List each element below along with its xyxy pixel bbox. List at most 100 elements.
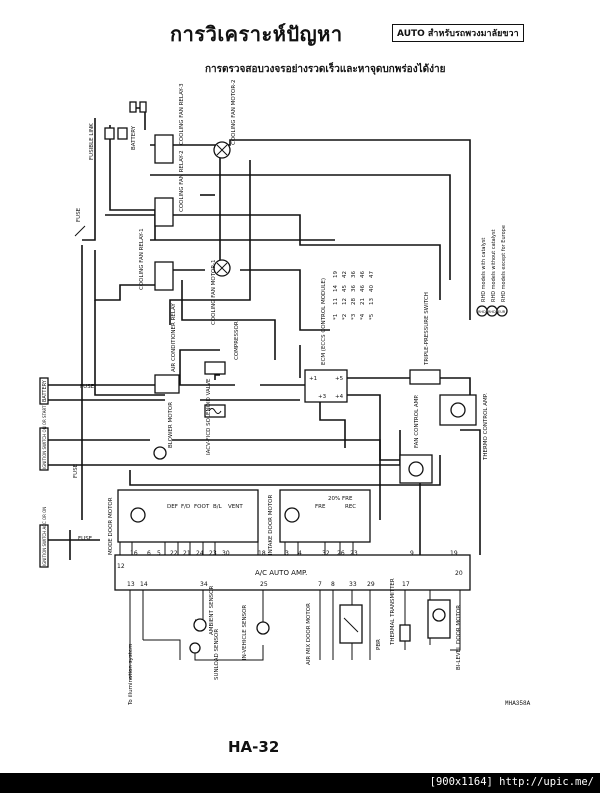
compressor-label: COMPRESSOR bbox=[234, 321, 240, 360]
fuse-label-top: FUSE bbox=[76, 207, 82, 222]
bottom-pin-8: 8 bbox=[331, 581, 335, 588]
switch-label-battery: BATTERY bbox=[42, 379, 48, 402]
ecm-num-4b: 46 bbox=[360, 285, 366, 292]
ecm-port-1: +1 bbox=[309, 376, 317, 382]
mode-switch-def: DEF bbox=[167, 504, 178, 510]
top-pin-18: 18 bbox=[258, 550, 266, 557]
ecm-port-4: +4 bbox=[335, 394, 344, 400]
drawing-reference: MHA358A bbox=[505, 700, 531, 707]
auto-amp-label: A/C AUTO AMP. bbox=[255, 569, 307, 577]
ecm-pin-3: *3 bbox=[351, 313, 357, 320]
top-pin-5: 5 bbox=[157, 550, 161, 557]
legend: RHD RHD models with catalyst RHD RHD mod… bbox=[476, 225, 508, 317]
legend-code-3: EUR bbox=[498, 310, 506, 314]
blower-label: BLOWER MOTOR bbox=[168, 402, 174, 448]
switch-source-labels: BATTERY IGNITION SWITCH ON OR START IGNI… bbox=[39, 377, 95, 568]
page-number: HA-32 bbox=[228, 738, 280, 756]
sensors: AMBIENT SENSOR SUNLOAD SENSOR IN-VEHICLE… bbox=[128, 578, 462, 706]
ac-relay-label: AIR CONDITIONER RELAY bbox=[171, 303, 177, 372]
illumination-label: To illumination system bbox=[128, 643, 134, 706]
legend-text-2: RHD models without catalyst bbox=[491, 229, 497, 302]
pbr-label: PBR bbox=[376, 639, 382, 650]
mode-switch-vent: VENT bbox=[228, 504, 243, 510]
fan-motor-1-label: COOLING FAN MOTOR-1 bbox=[211, 260, 217, 325]
ecm-num-3a: 28 bbox=[351, 298, 357, 305]
bottom-pin-7: 7 bbox=[318, 581, 322, 588]
ecm-pin-4: *4 bbox=[360, 313, 366, 320]
bottom-pin-20: 20 bbox=[455, 570, 463, 577]
fuse-label-acc: FUSE bbox=[78, 536, 93, 542]
legend-code-1: RHD bbox=[478, 310, 486, 314]
ecm-num-4a: 21 bbox=[360, 298, 366, 305]
top-pin-9: 9 bbox=[410, 550, 414, 557]
bottom-pin-13: 13 bbox=[127, 581, 135, 588]
ecm-num-5c: 47 bbox=[369, 271, 375, 278]
fuse-label-ign: FUSE bbox=[73, 463, 79, 478]
pressure-and-fan-control: TRIPLE-PRESSURE SWITCH FAN CONTROL AMP. … bbox=[399, 292, 489, 484]
switch-label-ign-on: IGNITION SWITCH ON OR START bbox=[42, 405, 47, 469]
cooling-fan-relays: COOLING FAN RELAY-3 COOLING FAN RELAY-2 … bbox=[139, 83, 185, 291]
intake-switch-fre: FRE bbox=[315, 504, 326, 510]
in-vehicle-sensor-label: IN-VEHICLE SENSOR bbox=[242, 605, 248, 660]
ambient-sensor-label: AMBIENT SENSOR bbox=[209, 585, 215, 635]
wires bbox=[45, 107, 481, 680]
fan-motor-2-label: COOLING FAN MOTOR-2 bbox=[231, 80, 237, 145]
legend-text-1: RHD models with catalyst bbox=[481, 238, 487, 302]
ecm-num-1c: 19 bbox=[333, 271, 339, 278]
battery-label: BATTERY bbox=[131, 125, 137, 150]
top-pin-30: 30 bbox=[222, 550, 230, 557]
footer-text[interactable]: [900x1164] http://upic.me/ bbox=[429, 776, 594, 788]
mode-switch-fd: F/D bbox=[181, 504, 190, 510]
top-pin-32: 32 bbox=[322, 550, 330, 557]
cooling-fan-motors: COOLING FAN MOTOR-2 COOLING FAN MOTOR-1 bbox=[211, 80, 237, 325]
top-pin-16: 16 bbox=[130, 550, 138, 557]
ecm-num-3c: 36 bbox=[351, 271, 357, 278]
image-host-footer: [900x1164] http://upic.me/ bbox=[0, 773, 600, 793]
ecm-label: ECM (ECCS CONTROL MODULE) bbox=[321, 278, 327, 365]
ecm-num-4c: 46 bbox=[360, 271, 366, 278]
ecm-num-2b: 45 bbox=[342, 285, 348, 292]
ac-relay-group: AIR CONDITIONER RELAY COMPRESSOR IACV-FI… bbox=[153, 303, 240, 460]
intake-switch-rec: REC bbox=[345, 504, 356, 510]
mode-motor-label: MODE DOOR MOTOR bbox=[108, 497, 114, 555]
switch-label-ign-acc: IGNITION SWITCH ACC OR ON bbox=[42, 507, 47, 566]
fan-relay-3-label: COOLING FAN RELAY-3 bbox=[179, 83, 185, 145]
mode-switch-bl: B/L bbox=[213, 504, 223, 510]
page-title: การวิเคราะห์ปัญหา bbox=[170, 22, 343, 46]
fusible-link-label: FUSIBLE LINK bbox=[89, 123, 95, 160]
ecm-num-5b: 40 bbox=[369, 285, 375, 292]
top-pin-6: 6 bbox=[147, 550, 151, 557]
ecm-num-5a: 13 bbox=[369, 298, 375, 305]
ecm-port-3: +3 bbox=[318, 394, 327, 400]
ecm-pin-2: *2 bbox=[342, 314, 348, 320]
fuse-label-battery: FUSE bbox=[80, 384, 95, 390]
bottom-pin-14: 14 bbox=[140, 581, 148, 588]
iacv-label: IACV-FICD SOLENOID VALVE bbox=[206, 378, 212, 455]
intake-switch-20fre: 20% FRE bbox=[328, 496, 353, 502]
page-subtitle: การตรวจสอบวงจรอย่างรวดเร็วและหาจุดบกพร่อ… bbox=[205, 64, 446, 75]
top-pin-3: 3 bbox=[285, 550, 289, 557]
ecm-num-1b: 14 bbox=[333, 285, 339, 292]
top-pin-19: 19 bbox=[450, 550, 458, 557]
top-pin-24: 24 bbox=[196, 550, 204, 557]
air-mix-motor-label: AIR MIX DOOR MOTOR bbox=[306, 603, 312, 665]
bottom-pin-33: 33 bbox=[349, 581, 357, 588]
bottom-pin-17: 17 bbox=[402, 581, 410, 588]
top-pin-21: 21 bbox=[183, 550, 191, 557]
ecm-num-2a: 12 bbox=[342, 298, 348, 305]
top-pin-26: 26 bbox=[337, 550, 345, 557]
bilevel-motor-label: BI-LEVEL DOOR MOTOR bbox=[456, 605, 462, 670]
ecm-pin-1: *1 bbox=[333, 314, 339, 320]
intake-motor-label: INTAKE DOOR MOTOR bbox=[268, 495, 274, 555]
model-badge: AUTO สำหรับรถพวงมาลัยขวา bbox=[392, 24, 524, 42]
ecm-pin-5: *5 bbox=[369, 313, 375, 320]
legend-code-2: RHD bbox=[488, 310, 496, 314]
top-pin-22: 22 bbox=[170, 550, 178, 557]
fan-amp-label: FAN CONTROL AMP. bbox=[414, 394, 420, 448]
triple-switch-label: TRIPLE-PRESSURE SWITCH bbox=[424, 292, 430, 366]
fan-relay-2-label: COOLING FAN RELAY-2 bbox=[179, 150, 185, 212]
bottom-pin-34: 34 bbox=[200, 581, 208, 588]
ecm-module: +1 +5 +3 +4 ECM (ECCS CONTROL MODULE) *1… bbox=[304, 271, 375, 403]
